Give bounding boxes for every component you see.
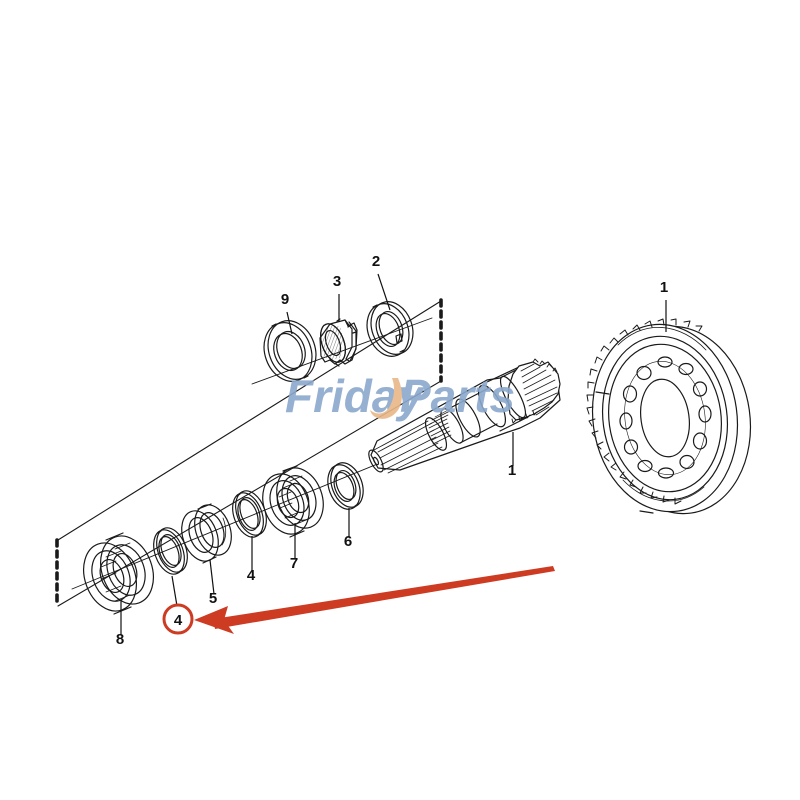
callout-5-label: 5 xyxy=(209,590,217,607)
part-9-oil-seal-ring xyxy=(263,320,317,382)
callout-6-label: 6 xyxy=(344,533,352,550)
part-2-lock-washer xyxy=(366,301,414,357)
bolt-holes xyxy=(619,356,712,479)
part-7-tapered-roller-bearing-inner xyxy=(262,465,324,538)
callout-2-label: 2 xyxy=(372,253,380,270)
callout-1-pinion-label: 1 xyxy=(508,462,516,479)
callout-4-upper-label: 4 xyxy=(247,567,256,584)
part-4-shim-spacer-ring xyxy=(232,490,267,538)
watermark-text-secondary: Parts xyxy=(400,370,515,422)
callout-8: 8 xyxy=(116,600,124,648)
callout-9-label: 9 xyxy=(281,291,289,308)
callout-5-leader xyxy=(209,559,215,595)
callout-9-leader xyxy=(286,311,293,335)
callout-2: 2 xyxy=(372,253,391,311)
part-5-spacer-sleeve xyxy=(181,503,232,564)
part-3-castellated-lock-nut xyxy=(319,318,358,367)
watermark-accent-swash xyxy=(370,378,402,419)
callout-3-label: 3 xyxy=(333,273,341,290)
part-4-shim-ring-second xyxy=(153,527,188,575)
gear-teeth xyxy=(586,324,682,505)
callout-9: 9 xyxy=(281,291,293,335)
callout-7-label: 7 xyxy=(290,555,298,572)
callout-1-ring-gear: 1 xyxy=(660,279,668,332)
callout-4-highlighted-leader xyxy=(171,575,178,607)
callout-1-ring-gear-label: 1 xyxy=(660,279,668,296)
callout-8-label: 8 xyxy=(116,631,124,648)
annotation-marker-label: 4 xyxy=(174,612,183,629)
annotation-arrow-head xyxy=(194,606,234,634)
callout-1-pinion: 1 xyxy=(508,432,516,479)
part-8-tapered-roller-bearing-outer xyxy=(83,532,154,615)
part-1-ring-gear-crown-wheel xyxy=(586,318,752,515)
red-annotation: 4 xyxy=(162,566,555,635)
callout-6: 6 xyxy=(344,508,352,550)
callout-layer: 2 3 9 1 1 6 7 xyxy=(116,253,668,648)
annotation-arrow-shaft xyxy=(213,566,555,629)
part-1-pinion-shaft xyxy=(368,358,561,474)
callout-3: 3 xyxy=(333,273,341,322)
bracket-top-line xyxy=(57,300,442,541)
axis-line-lower xyxy=(71,457,393,590)
callout-4-highlighted xyxy=(171,575,178,607)
watermark-fridayparts: Friday Parts xyxy=(285,370,515,422)
watermark-text-primary: Friday xyxy=(285,370,425,422)
callout-4-upper: 4 xyxy=(247,536,256,584)
callout-7: 7 xyxy=(290,523,298,572)
callout-2-leader xyxy=(377,273,391,311)
part-6-shim-washer xyxy=(327,462,364,510)
annotation-marker-ring xyxy=(162,603,194,635)
callout-5: 5 xyxy=(209,559,217,607)
